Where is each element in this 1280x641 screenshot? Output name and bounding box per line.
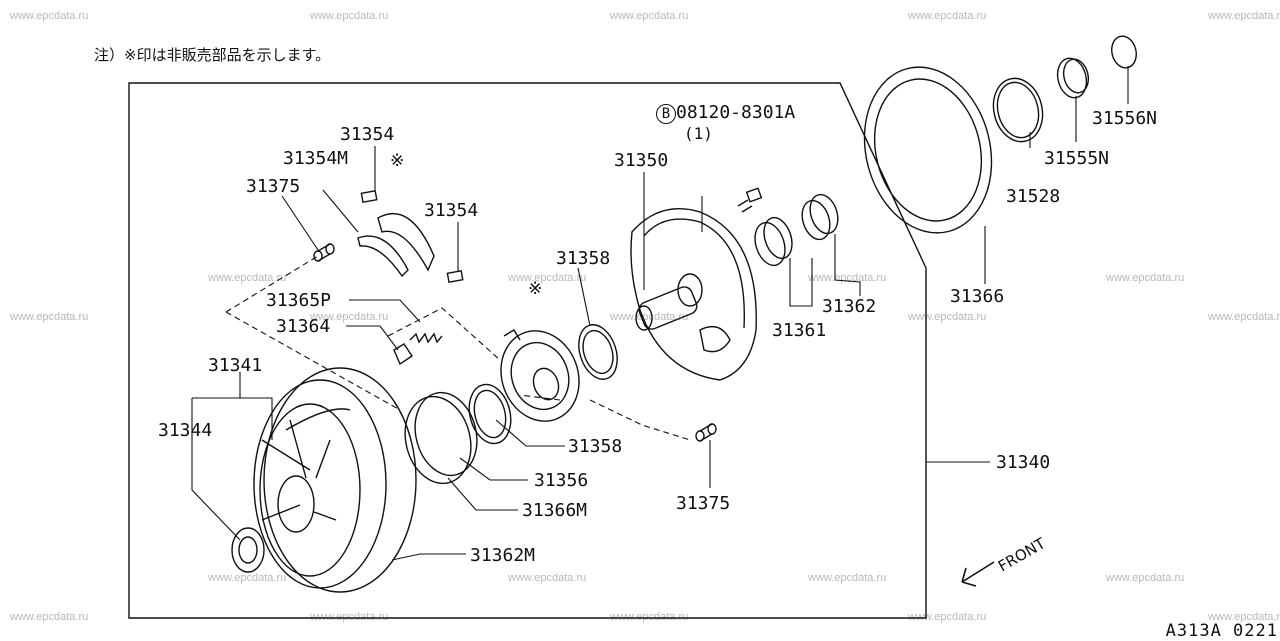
pump-cover-31350 <box>630 208 757 381</box>
label-31350: 31350 <box>614 150 669 171</box>
watermark: www.epcdata.ru <box>508 572 587 584</box>
pin-31375-top <box>313 243 335 262</box>
watermark: www.epcdata.ru <box>610 611 689 623</box>
watermark: www.epcdata.ru <box>1106 272 1185 284</box>
watermark: www.epcdata.ru <box>208 572 287 584</box>
label-31555N: 31555N <box>1044 148 1110 169</box>
bolt-08120-8301A <box>737 187 763 213</box>
watermark: www.epcdata.ru <box>10 311 89 323</box>
watermark: www.epcdata.ru <box>310 611 389 623</box>
watermark: www.epcdata.ru <box>208 272 287 284</box>
mark-symbol: ※ <box>390 151 404 171</box>
label-31375-top: 31375 <box>246 176 301 197</box>
gasket-31366 <box>863 66 993 234</box>
watermark: www.epcdata.ru <box>10 611 89 623</box>
note-text: 注）※印は非販売部品を示します。 <box>94 46 331 64</box>
label-31344: 31344 <box>158 420 213 441</box>
ring-31356 <box>468 383 512 445</box>
ring-31528 <box>992 77 1044 143</box>
label-31358-bot: 31358 <box>568 436 623 457</box>
spring-31365P <box>409 332 443 344</box>
watermark: www.epcdata.ru <box>610 10 689 22</box>
label-31362: 31362 <box>822 296 877 317</box>
watermark: www.epcdata.ru <box>908 611 987 623</box>
retainer-31364 <box>393 343 413 366</box>
watermark: www.epcdata.ru <box>1208 611 1280 623</box>
seal-ring-31361 <box>754 221 786 267</box>
label-31364: 31364 <box>276 316 331 337</box>
watermark: www.epcdata.ru <box>310 311 389 323</box>
ring-31366M <box>404 395 472 485</box>
watermark: www.epcdata.ru <box>908 10 987 22</box>
label-31340: 31340 <box>996 452 1051 473</box>
label-31354-top: 31354 <box>340 124 395 145</box>
watermark: www.epcdata.ru <box>808 572 887 584</box>
bolt-qty: (1) <box>684 124 713 143</box>
label-31354-mid: 31354 <box>424 200 479 221</box>
label-31528: 31528 <box>1006 186 1061 207</box>
label-31354M: 31354M <box>283 148 349 169</box>
pin-31375-bot <box>695 423 717 442</box>
bolt-number: 08120-8301A <box>676 102 796 123</box>
seal-ring-31362 <box>801 199 831 241</box>
label-31365P: 31365P <box>266 290 332 311</box>
rocker-31354M <box>377 213 435 272</box>
pump-housing-31341 <box>253 367 417 593</box>
label-31361: 31361 <box>772 320 827 341</box>
watermark: www.epcdata.ru <box>508 272 587 284</box>
watermark: www.epcdata.ru <box>908 311 987 323</box>
snap-ring-31556N <box>1111 35 1137 69</box>
label-31556N: 31556N <box>1092 108 1158 129</box>
front-arrow <box>961 561 995 587</box>
pump-gear-31358 <box>500 329 580 422</box>
watermark: www.epcdata.ru <box>310 10 389 22</box>
mark-symbol: ※ <box>528 279 542 299</box>
leader-lines <box>191 66 1129 561</box>
assembly-frame <box>128 82 927 619</box>
watermark: www.epcdata.ru <box>1208 10 1280 22</box>
watermark: www.epcdata.ru <box>1106 572 1185 584</box>
ring-31358 <box>578 324 618 380</box>
key-31354-mid <box>446 270 464 283</box>
label-31366: 31366 <box>950 286 1005 307</box>
label-31375-bot: 31375 <box>676 493 731 514</box>
label-31358-top: 31358 <box>556 248 611 269</box>
label-31341: 31341 <box>208 355 263 376</box>
bolt-symbol-circle: B <box>656 104 676 124</box>
watermark: www.epcdata.ru <box>808 272 887 284</box>
diagram-code: A313A 0221 <box>1165 621 1278 641</box>
key-31354-top <box>360 190 378 203</box>
label-31362M: 31362M <box>470 545 536 566</box>
watermark: www.epcdata.ru <box>10 10 89 22</box>
watermark: www.epcdata.ru <box>610 311 689 323</box>
label-31356: 31356 <box>534 470 589 491</box>
oil-seal-31344 <box>231 527 265 573</box>
alignment-lines <box>225 255 691 441</box>
label-31366M: 31366M <box>522 500 588 521</box>
watermark: www.epcdata.ru <box>1208 311 1280 323</box>
front-label: FRONT <box>995 534 1049 576</box>
bearing-31555N <box>1056 57 1088 99</box>
